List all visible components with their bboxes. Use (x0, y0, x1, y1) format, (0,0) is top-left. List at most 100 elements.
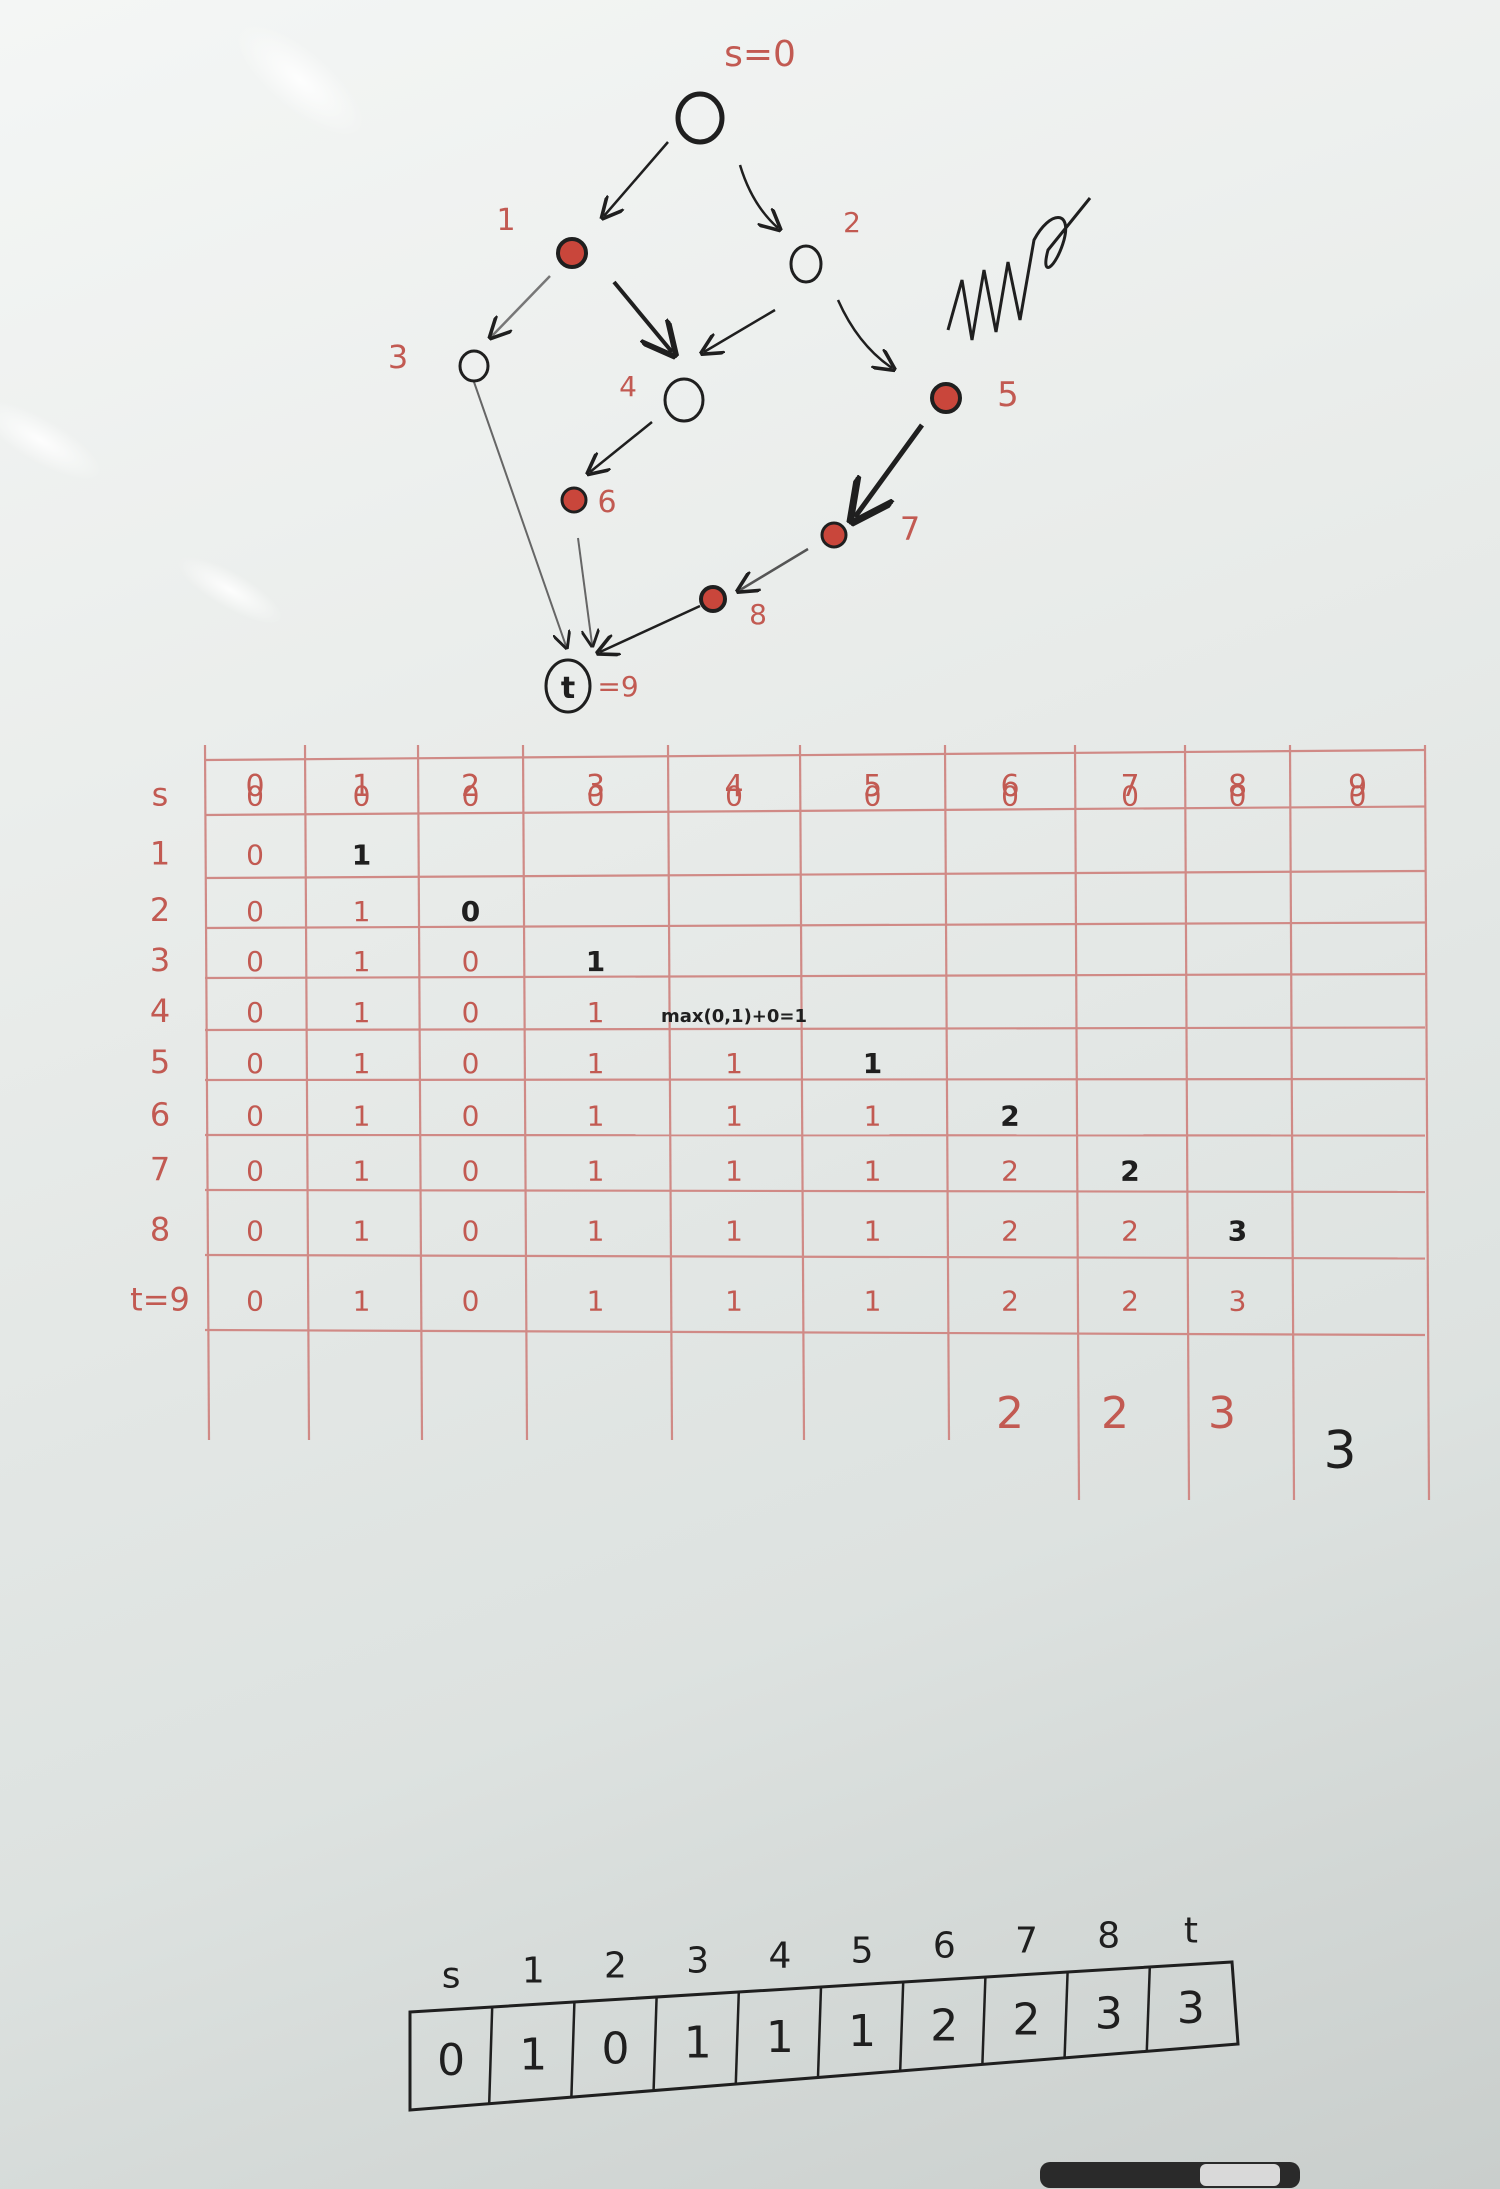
table-cell: 1 (864, 1215, 882, 1248)
row-header: 4 (150, 992, 170, 1030)
array-header: 2 (604, 1946, 627, 1987)
edge-1-4 (612, 280, 672, 352)
table-cell: 2 (1000, 1100, 1019, 1133)
array-divider (1063, 1971, 1069, 2058)
table-cell: 0 (462, 1047, 480, 1080)
table-cell: 0 (461, 895, 480, 928)
grid-col-line (416, 744, 424, 1441)
edge-1-3 (492, 275, 551, 336)
edge-2-5 (836, 299, 892, 368)
edge-s-2 (738, 164, 778, 228)
node-6 (560, 486, 588, 514)
graph-edges (473, 141, 925, 652)
array-divider (734, 1991, 741, 2084)
node-t (544, 658, 592, 714)
table-cell: 0 (587, 780, 605, 813)
grid-row-line (204, 1188, 1426, 1194)
node-label-2: 2 (843, 206, 861, 239)
row-header: 2 (150, 891, 170, 929)
array-value: 1 (519, 2029, 547, 2080)
array-divider (487, 2006, 494, 2104)
table-cell: 0 (246, 1215, 264, 1248)
node-label-6: 6 (597, 485, 616, 520)
array-value: 2 (930, 2000, 958, 2051)
grid-row-line (204, 1077, 1426, 1082)
edge-2-4 (704, 308, 776, 352)
table-cell: 1 (587, 1285, 605, 1318)
marker-cap (1200, 2164, 1280, 2186)
final-value: 3 (1208, 1388, 1236, 1439)
table-cell: 1 (353, 945, 371, 978)
edge-3-t (473, 381, 566, 646)
table-cell: 1 (353, 1215, 371, 1248)
table-cell: 1 (587, 1047, 605, 1080)
grid-row-line (204, 748, 1426, 762)
array-value: 0 (437, 2035, 465, 2086)
node-8 (699, 585, 727, 613)
grid-col-line (1073, 744, 1081, 1501)
final-value: 2 (1101, 1388, 1129, 1439)
node-s (675, 91, 725, 145)
table-cell: 0 (462, 1155, 480, 1188)
table-cell: 1 (587, 1215, 605, 1248)
table-cell: 0 (462, 996, 480, 1029)
table-cell: 0 (246, 1047, 264, 1080)
array-value: 1 (766, 2012, 794, 2063)
table-cell: 2 (1001, 1285, 1019, 1318)
marker-pens (1040, 2162, 1300, 2188)
array-value: 2 (1013, 1995, 1041, 2046)
table-cell: 1 (863, 1047, 882, 1080)
column-header: 6 (1000, 769, 1019, 804)
array-divider (816, 1986, 823, 2078)
grid-col-line (1288, 744, 1296, 1501)
table-cell: 1 (864, 1100, 882, 1133)
column-header: 7 (1120, 769, 1139, 804)
table-cell: 0 (246, 996, 264, 1029)
array-header: t (1184, 1911, 1198, 1952)
column-header: 0 (245, 769, 264, 804)
column-header: 4 (724, 769, 743, 804)
column-header: 5 (863, 769, 882, 804)
grid-col-line (943, 744, 951, 1441)
grid-col-line (666, 744, 674, 1441)
table-cell: 1 (587, 1100, 605, 1133)
table-cell: 1 (353, 1155, 371, 1188)
target-index-label: =9 (597, 670, 638, 703)
table-cell: 2 (1120, 1155, 1139, 1188)
edge-s-1 (604, 141, 669, 216)
node-label-1: 1 (496, 203, 515, 238)
edge-6-t (577, 537, 592, 644)
grid-col-line (1423, 744, 1431, 1501)
table-cell: 1 (587, 996, 605, 1029)
source-label: s=0 (724, 34, 796, 75)
node-1 (556, 237, 588, 269)
scribble-mark (946, 197, 1092, 341)
row-header: t=9 (130, 1281, 190, 1319)
array-value: 1 (848, 2006, 876, 2057)
table-cell: 2 (1121, 1285, 1139, 1318)
array-header: 8 (1097, 1916, 1120, 1957)
grid-row-line (204, 805, 1426, 817)
table-cell: 0 (246, 839, 264, 872)
table-cell: 1 (353, 895, 371, 928)
table-cell: 0 (864, 780, 882, 813)
glare-reflections (0, 23, 365, 624)
row-header: 1 (150, 835, 170, 873)
table-cell: 1 (725, 1285, 743, 1318)
row-header: 3 (150, 941, 170, 979)
table-cell: 1 (725, 1047, 743, 1080)
node-label-4: 4 (619, 370, 637, 403)
table-cell: 1 (586, 945, 605, 978)
table-cell: max(0,1)+0=1 (661, 1006, 807, 1027)
table-cell: 0 (246, 1100, 264, 1133)
edge-7-8 (740, 547, 809, 590)
array-outline (408, 1960, 1240, 2112)
array-header: 5 (851, 1931, 874, 1972)
table-cell: 0 (246, 780, 264, 813)
graph-labels: s=0 t =9 1 2 3 4 5 6 7 8 (388, 34, 1019, 706)
row-header: s (152, 776, 169, 814)
final-value: 3 (1323, 1421, 1356, 1481)
table-cell: 0 (246, 945, 264, 978)
